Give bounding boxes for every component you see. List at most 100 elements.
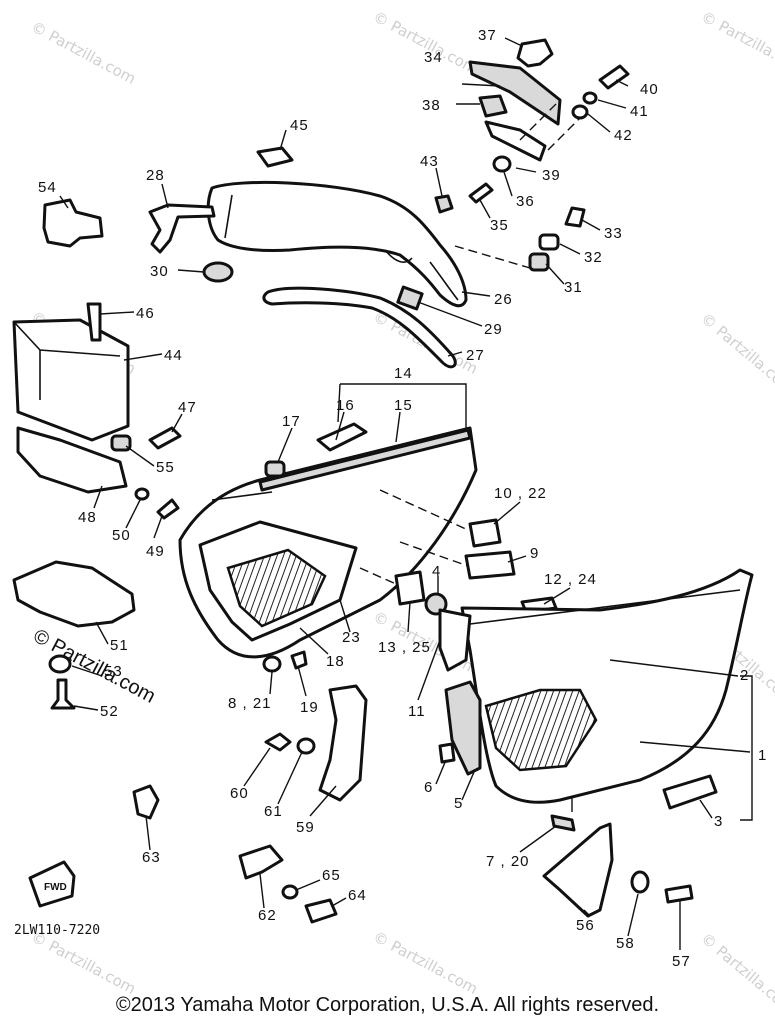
clip-29-part — [396, 285, 424, 311]
callout-51: 51 — [110, 637, 129, 654]
callout-23: 23 — [342, 629, 361, 646]
right-side-cover-group — [424, 568, 754, 832]
vent-grille-part — [226, 548, 327, 628]
callout-62: 62 — [258, 907, 277, 924]
bolt-40-part — [598, 64, 630, 90]
callout-56: 56 — [576, 917, 595, 934]
bracket-63-part — [132, 784, 160, 820]
callout-36: 36 — [516, 193, 535, 210]
washer-61-part — [296, 737, 316, 755]
callout-17: 17 — [282, 413, 301, 430]
callout-47: 47 — [178, 399, 197, 416]
callout-34: 34 — [424, 49, 443, 66]
callout-63: 63 — [142, 849, 161, 866]
bracket-59-part — [318, 684, 368, 802]
grommet-53-part — [48, 654, 72, 674]
callout-41: 41 — [630, 103, 649, 120]
fwd-label: FWD — [44, 882, 67, 893]
callout-53: 53 — [104, 663, 123, 680]
collar-31-part — [528, 252, 550, 272]
fwd-arrow-icon — [28, 860, 76, 908]
bracket-28-part — [148, 203, 216, 254]
bracket-39-part — [484, 120, 547, 162]
damper-30-part — [202, 261, 234, 283]
vent-grille-right-part — [484, 688, 598, 772]
callout-10-22: 10 , 22 — [494, 485, 547, 502]
callout-18: 18 — [326, 653, 345, 670]
watermark: © Partzilla.com — [697, 309, 775, 397]
label-9-part — [464, 550, 516, 580]
bolt-57-part — [664, 884, 694, 904]
callout-14: 14 — [394, 365, 413, 382]
clip-43-part — [434, 194, 454, 214]
callout-45: 45 — [290, 117, 309, 134]
nut-36-part — [492, 155, 512, 173]
emblem-3-part — [662, 774, 718, 810]
callout-64: 64 — [348, 887, 367, 904]
callout-40: 40 — [640, 81, 659, 98]
bolt-35-part — [468, 182, 494, 204]
watermark: © Partzilla.com — [370, 928, 481, 998]
callout-12-24: 12 , 24 — [544, 571, 597, 588]
bracket-56-part — [542, 822, 614, 918]
watermark: © Partzilla.com — [698, 8, 775, 78]
washer-58-part — [630, 870, 650, 894]
callout-37: 37 — [478, 27, 497, 44]
bolt-64-part — [304, 898, 338, 924]
damper-5-part — [444, 680, 482, 776]
emblem-plate-34-part — [468, 60, 562, 126]
bolt-49-part — [156, 498, 180, 520]
lower-brackets-group — [28, 684, 694, 924]
seat-cowl-group — [148, 38, 630, 369]
left-side-cover-group — [178, 422, 478, 673]
bolt-46-part — [86, 302, 102, 342]
copyright-notice: ©2013 Yamaha Motor Corporation, U.S.A. A… — [115, 994, 660, 1016]
callout-16: 16 — [336, 397, 355, 414]
emblem-16-part — [316, 422, 368, 452]
callout-54: 54 — [38, 179, 57, 196]
watermark: © Partzilla.com — [28, 928, 139, 998]
callout-44: 44 — [164, 347, 183, 364]
callout-1: 1 — [758, 747, 767, 764]
callout-29: 29 — [484, 321, 503, 338]
screw-6-part — [438, 742, 456, 764]
label-10-22-part — [468, 518, 502, 548]
callout-50: 50 — [112, 527, 131, 544]
callout-5: 5 — [454, 795, 463, 812]
callout-60: 60 — [230, 785, 249, 802]
grab-bar-27-part — [262, 286, 457, 369]
callout-46: 46 — [136, 305, 155, 322]
strap-48-part — [16, 426, 128, 494]
callout-11: 11 — [408, 703, 426, 720]
washer-42-part — [571, 104, 589, 120]
diagram-code: 2LW110-7220 — [14, 923, 100, 938]
callout-65: 65 — [322, 867, 341, 884]
callout-43: 43 — [420, 153, 439, 170]
callout-33: 33 — [604, 225, 623, 242]
callout-42: 42 — [614, 127, 633, 144]
washer-65-part — [281, 884, 299, 900]
callout-30: 30 — [150, 263, 169, 280]
callout-28: 28 — [146, 167, 165, 184]
tail-cover-part — [206, 180, 468, 308]
callout-32: 32 — [584, 249, 603, 266]
bracket-54-part — [42, 198, 104, 248]
plate-45-part — [256, 146, 294, 168]
watermark: © Partzilla.com — [28, 18, 139, 88]
callout-59: 59 — [296, 819, 315, 836]
battery-box-44-part — [12, 318, 130, 442]
grommet-8-21-part — [262, 655, 282, 673]
grommet-32-part — [538, 233, 560, 251]
callout-19: 19 — [300, 699, 319, 716]
callout-55: 55 — [156, 459, 175, 476]
callout-48: 48 — [78, 509, 97, 526]
callout-38: 38 — [422, 97, 441, 114]
callout-52: 52 — [100, 703, 119, 720]
bolt-47-part — [148, 426, 182, 450]
callout-31: 31 — [564, 279, 583, 296]
callout-4: 4 — [432, 563, 441, 580]
screw-19-part — [290, 650, 308, 670]
callout-3: 3 — [714, 813, 723, 830]
callout-27: 27 — [466, 347, 485, 364]
watermark: © Partzilla.com — [370, 8, 481, 78]
